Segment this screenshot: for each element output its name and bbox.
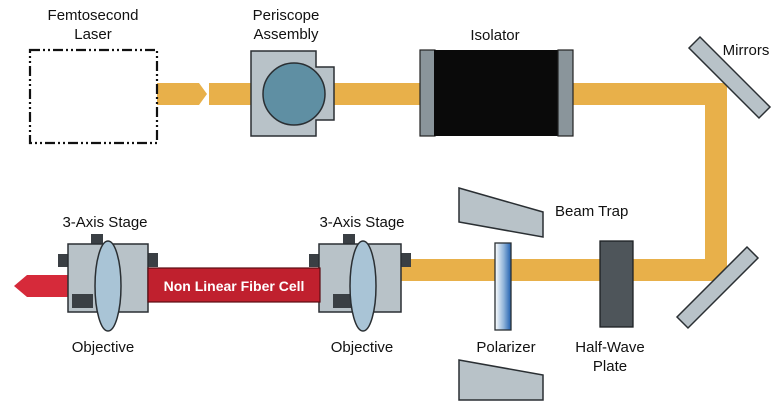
objective-left-label: Objective bbox=[72, 339, 135, 356]
laser-label-line2: Laser bbox=[74, 26, 112, 43]
beam-segment-vertical bbox=[705, 83, 727, 281]
isolator-label: Isolator bbox=[470, 27, 519, 44]
fiber-cell-label: Non Linear Fiber Cell bbox=[164, 278, 305, 294]
periscope-label-line2: Assembly bbox=[253, 26, 319, 43]
periscope-assembly: Periscope Assembly bbox=[250, 7, 335, 137]
laser-box bbox=[28, 48, 159, 145]
mirrors: Mirrors bbox=[675, 35, 772, 330]
isolator-cap-left bbox=[419, 49, 436, 137]
stage-left-knob-left bbox=[58, 254, 69, 267]
fiber-cell: Non Linear Fiber Cell bbox=[147, 267, 321, 303]
stage-right-knob-right bbox=[400, 253, 411, 267]
half-wave-plate-element bbox=[599, 240, 634, 328]
beam-trap-assembly: Beam Trap bbox=[458, 187, 628, 401]
femtosecond-laser: Femtosecond Laser bbox=[28, 7, 159, 145]
objective-right-label: Objective bbox=[331, 339, 394, 356]
laser-label-line1: Femtosecond bbox=[48, 7, 139, 24]
isolator-cap-right bbox=[557, 49, 574, 137]
objective-left-lens bbox=[94, 240, 122, 332]
fiber-cell-body bbox=[147, 267, 321, 303]
stage-right-knob-left bbox=[309, 254, 320, 267]
beam-trap-label: Beam Trap bbox=[555, 203, 628, 220]
mirror-top bbox=[687, 35, 772, 120]
objective-right-lens bbox=[349, 240, 377, 332]
beam-trap-top bbox=[458, 187, 544, 238]
polarizer-element bbox=[494, 242, 512, 331]
stage-left: 3-Axis Stage Objective bbox=[58, 214, 158, 356]
beam-arrow bbox=[157, 83, 207, 105]
stage-left-label: 3-Axis Stage bbox=[62, 214, 147, 231]
stage-right-knob-top bbox=[343, 234, 355, 244]
periscope-lens bbox=[262, 62, 326, 126]
stage-left-knob-top bbox=[91, 234, 103, 244]
beam-trap-bottom bbox=[458, 359, 544, 401]
stage-right: 3-Axis Stage Objective bbox=[309, 214, 411, 356]
polarizer-label: Polarizer bbox=[476, 339, 535, 356]
mirror-bottom bbox=[675, 245, 760, 330]
half-wave-label-line1: Half-Wave bbox=[575, 339, 644, 356]
stage-left-foot bbox=[72, 294, 93, 308]
polarizer: Polarizer bbox=[476, 242, 536, 356]
stage-left-knob-right bbox=[147, 253, 158, 267]
stage-right-label: 3-Axis Stage bbox=[319, 214, 404, 231]
isolator-body bbox=[434, 50, 559, 136]
half-wave-plate: Half-Wave Plate bbox=[575, 240, 645, 375]
isolator: Isolator bbox=[419, 27, 574, 137]
stage-right-foot bbox=[333, 294, 354, 308]
mirrors-label: Mirrors bbox=[723, 42, 770, 59]
half-wave-label-line2: Plate bbox=[593, 358, 627, 375]
periscope-label-line1: Periscope bbox=[253, 7, 320, 24]
